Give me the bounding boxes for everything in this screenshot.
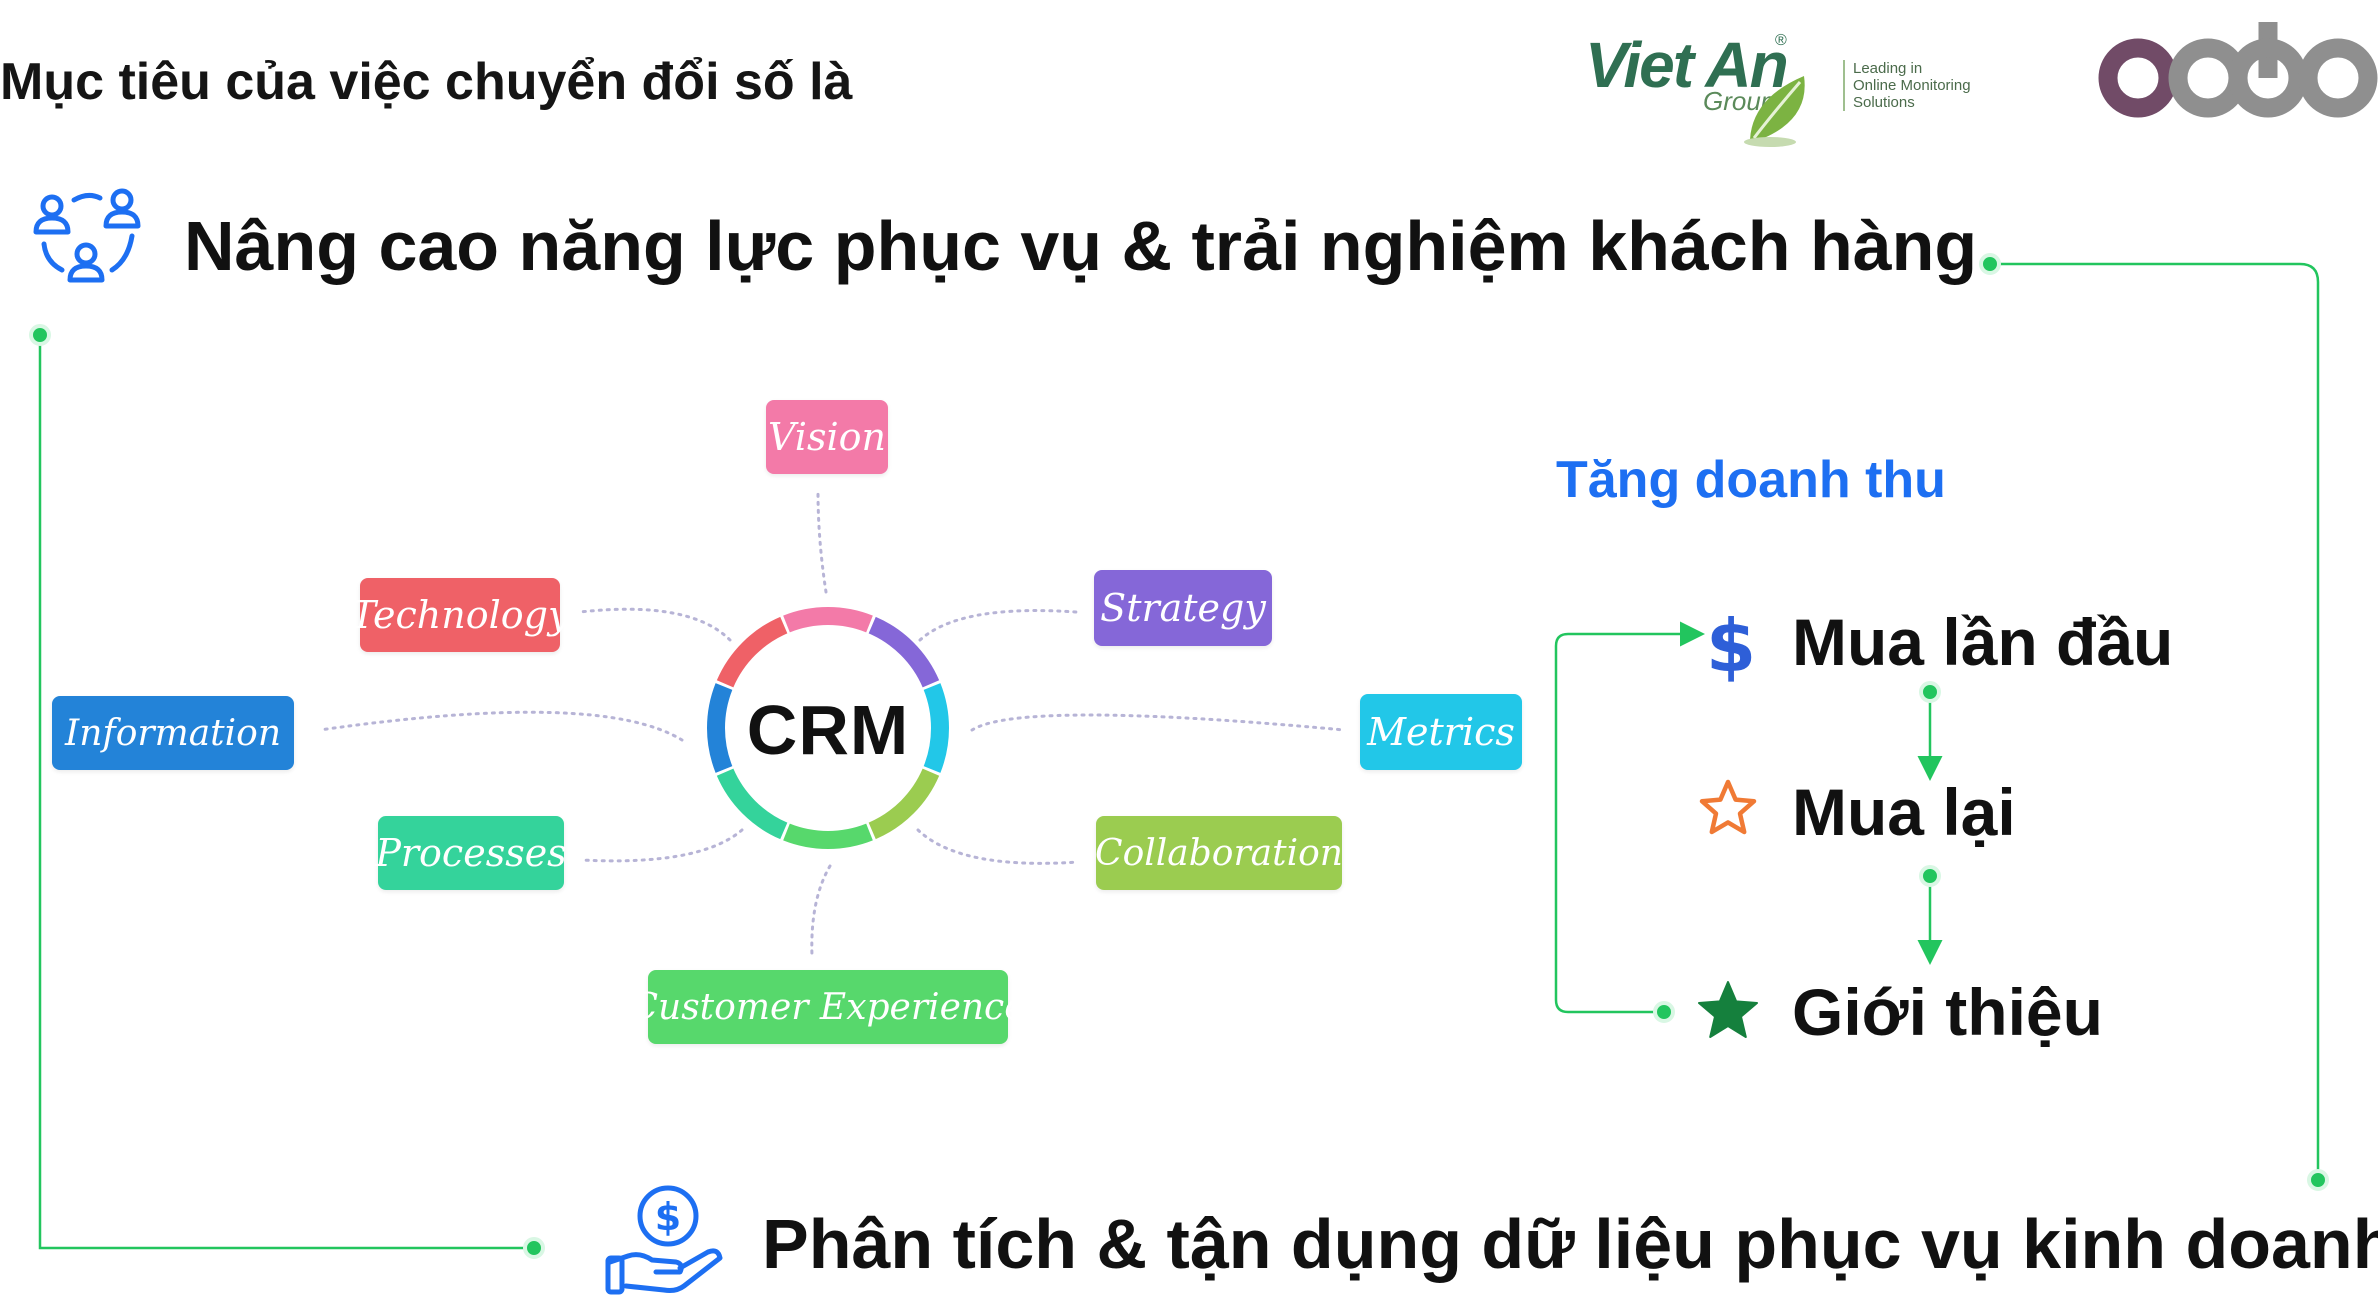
vietan-tagline-line: Leading in	[1853, 60, 1923, 77]
money-hand-icon: $	[605, 1185, 723, 1295]
odoo-logo	[2098, 22, 2378, 118]
crm-node-information: Information	[52, 696, 294, 770]
people-network-icon	[33, 188, 141, 283]
crm-node-customer-experience: Customer Experience	[630, 970, 1026, 1044]
crm-ring-segment	[707, 683, 733, 773]
page-title: Mục tiêu của việc chuyển đổi số là	[0, 53, 853, 111]
crm-label: CRM	[746, 691, 910, 769]
spoke-technology	[578, 607, 732, 642]
crm-ring-segment	[868, 616, 940, 688]
svg-text:$: $	[655, 1195, 681, 1239]
crm-ring-segment	[716, 768, 788, 840]
revenue-step-referral: Giới thiệu	[1792, 975, 2103, 1049]
vietan-tagline-line: Solutions	[1853, 94, 1915, 111]
revenue-title: Tăng doanh thu	[1556, 451, 1946, 509]
crm-node-strategy: Strategy	[1094, 570, 1272, 646]
vietan-logo-word: Viet An	[1585, 29, 1789, 101]
connector-dot	[1919, 865, 1941, 887]
connector-dot	[1919, 681, 1941, 703]
crm-ring-segment	[783, 607, 873, 633]
connector-dot	[29, 324, 51, 346]
goal-data-analysis: Phân tích & tận dụng dữ liệu phục vụ kin…	[762, 1205, 2378, 1283]
leaf-icon	[1744, 76, 1805, 147]
crm-node-processes: Processes	[375, 816, 567, 890]
revenue-step-first-purchase: Mua lần đầu	[1792, 605, 2174, 679]
vietan-tagline: Leading in Online Monitoring Solutions	[1843, 60, 2003, 111]
crm-ring	[707, 607, 949, 849]
crm-node-metrics: Metrics	[1360, 694, 1522, 770]
connector-dot	[1653, 1001, 1675, 1023]
crm-ring-segment	[716, 616, 788, 688]
crm-ring-segment	[923, 683, 949, 773]
right-bracket-line	[1990, 262, 2320, 1180]
crm-node-collaboration: Collaboration	[1095, 816, 1343, 890]
vietan-logo: Viet An ® Group Leading in Online Monito…	[1585, 28, 1985, 147]
revenue-step-repurchase: Mua lại	[1792, 775, 2016, 849]
crm-ring-segment	[868, 768, 940, 840]
crm-ring-segment	[783, 823, 873, 849]
dollar-icon: $	[1706, 604, 1757, 688]
crm-node-technology: Technology	[351, 578, 569, 652]
goal-customer-experience: Nâng cao năng lực phục vụ & trải nghiệm …	[184, 207, 1978, 285]
left-bracket-line	[38, 335, 534, 1250]
revenue-loop-line	[1554, 621, 1705, 1014]
connector-dot	[1979, 253, 2001, 275]
spoke-customer	[810, 864, 832, 958]
star-filled-icon	[1698, 981, 1758, 1038]
star-outline-icon	[1699, 779, 1757, 835]
spoke-information	[318, 710, 684, 742]
vietan-logo-registered: ®	[1775, 32, 1787, 49]
connector-dot	[523, 1237, 545, 1259]
crm-ring-center	[728, 628, 928, 828]
spoke-vision	[816, 490, 828, 594]
vietan-tagline-line: Online Monitoring	[1853, 77, 1971, 94]
crm-node-vision: Vision	[766, 400, 888, 474]
spoke-processes	[580, 828, 744, 863]
spoke-metrics	[970, 713, 1346, 732]
connector-dot	[2307, 1169, 2329, 1191]
spoke-strategy	[918, 609, 1078, 642]
